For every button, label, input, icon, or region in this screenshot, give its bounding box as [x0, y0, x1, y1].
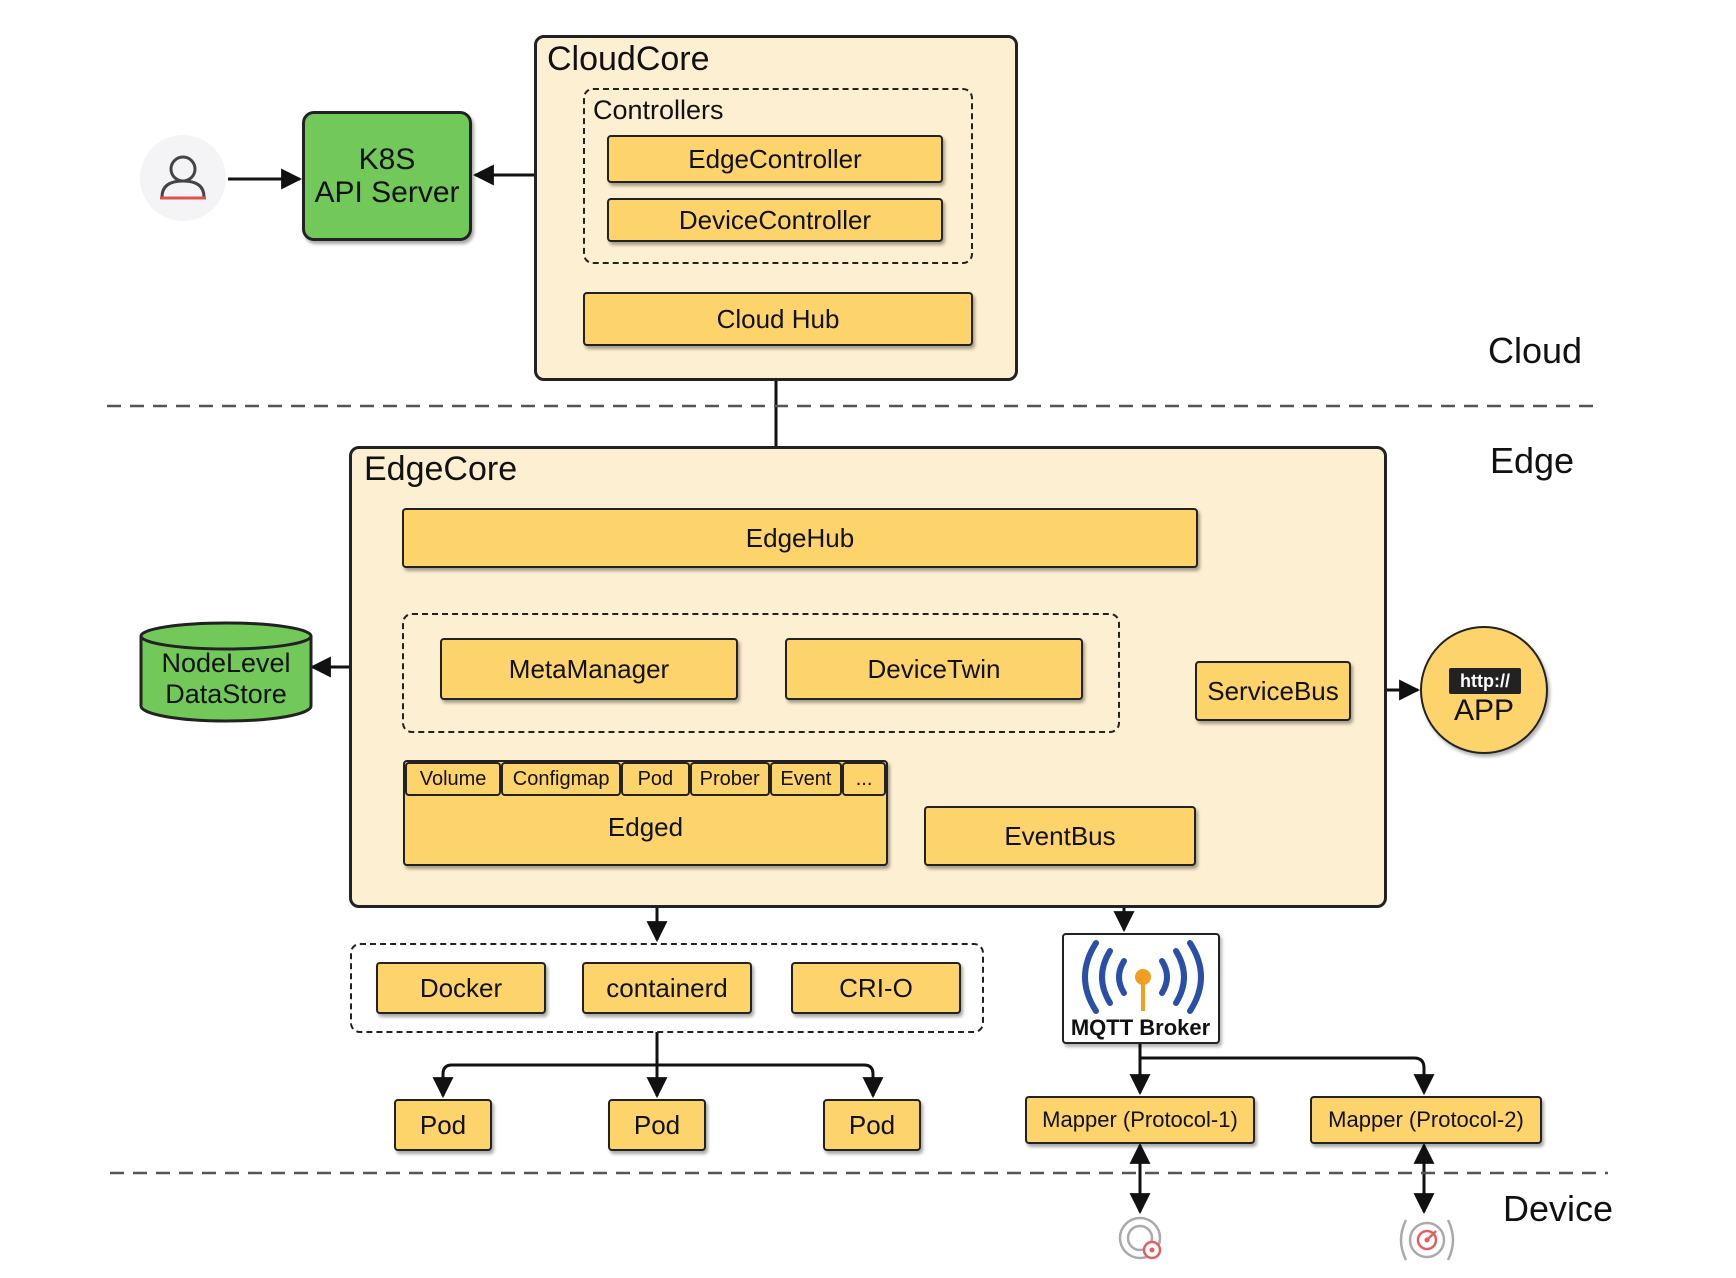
mapper-protocol-1: Mapper (Protocol-1)	[1025, 1096, 1255, 1144]
http-badge: http://	[1449, 668, 1521, 694]
edged-tab-pod: Pod	[621, 762, 690, 796]
edged-tab-more: ...	[842, 762, 886, 796]
app-node: http:// APP	[1420, 626, 1548, 754]
edgehub: EdgeHub	[402, 508, 1198, 568]
devicetwin: DeviceTwin	[785, 638, 1083, 700]
pod-3: Pod	[823, 1099, 921, 1151]
edged-tab-volume: Volume	[405, 762, 502, 796]
servicebus: ServiceBus	[1195, 661, 1351, 721]
mqtt-label: MQTT Broker	[1070, 1015, 1211, 1040]
pod-2: Pod	[608, 1099, 706, 1151]
k8s-line1: K8S	[358, 143, 416, 176]
datastore-line2: DataStore	[165, 679, 287, 710]
zone-label-edge: Edge	[1490, 440, 1575, 481]
eventbus: EventBus	[924, 806, 1196, 866]
cloud-hub: Cloud Hub	[583, 292, 973, 346]
edged-tab-prober: Prober	[689, 762, 770, 796]
edged-tab-configmap: Configmap	[501, 762, 622, 796]
zone-label-device: Device	[1503, 1188, 1614, 1229]
mqtt-broadcast-icon	[1082, 940, 1204, 1014]
controllers-group	[583, 88, 973, 264]
edged-tab-event: Event	[769, 762, 843, 796]
k8s-line2: API Server	[314, 176, 460, 209]
edged-tab-row: Volume Configmap Pod Prober Event ...	[405, 762, 886, 796]
k8s-api-server: K8S API Server	[302, 111, 472, 241]
arrow-mqtt-mappers	[1138, 1042, 1426, 1090]
runtime-docker: Docker	[376, 962, 546, 1014]
controllers-label: Controllers	[593, 95, 724, 125]
pod-1: Pod	[394, 1099, 492, 1151]
arrow-runtimes-pods	[441, 1032, 875, 1095]
app-label: APP	[1453, 694, 1515, 727]
device-controller: DeviceController	[607, 198, 943, 242]
nodelevel-datastore: NodeLevel DataStore	[138, 620, 314, 724]
runtime-cri-o: CRI-O	[791, 962, 961, 1014]
device-sensor-icon	[1116, 1212, 1172, 1268]
runtime-containerd: containerd	[582, 962, 752, 1014]
edge-controller: EdgeController	[607, 135, 943, 183]
user-icon	[140, 135, 226, 221]
datastore-line1: NodeLevel	[161, 648, 291, 678]
runtime-group	[350, 943, 984, 1033]
edged-label: Edged	[607, 812, 684, 843]
edge-modules-group	[402, 613, 1120, 733]
mapper-protocol-2: Mapper (Protocol-2)	[1310, 1096, 1542, 1144]
metamanager: MetaManager	[440, 638, 738, 700]
device-target-icon	[1394, 1212, 1460, 1268]
mqtt-broker: MQTT Broker	[1062, 933, 1220, 1044]
zone-label-cloud: Cloud	[1488, 330, 1583, 371]
edgecore-title: EdgeCore	[364, 450, 518, 488]
cloudcore-title: CloudCore	[547, 40, 710, 78]
